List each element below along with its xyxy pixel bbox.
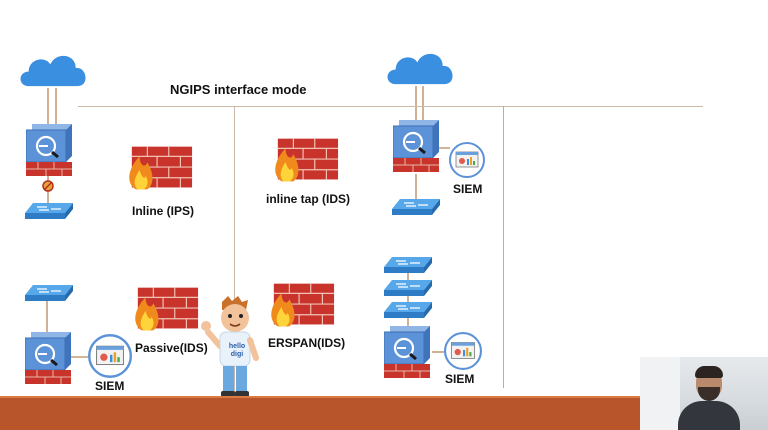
ngips-sensor-icon-inline-tap	[393, 120, 441, 174]
mascot-illustration	[201, 296, 259, 397]
switch-icon-inline-tap	[392, 199, 440, 215]
switch-icon-erspan-3	[384, 302, 432, 318]
ngips-sensor-icon-erspan	[384, 326, 432, 380]
section-divider-middle	[234, 106, 235, 402]
siem-label-bottom-left: SIEM	[95, 379, 125, 393]
firewall-icon-inline-tap	[274, 138, 339, 182]
switch-icon-erspan-1	[384, 257, 432, 273]
siem-icon-bottom-left	[88, 334, 132, 378]
siem-label-top: SIEM	[453, 182, 483, 196]
siem-label-bottom-right: SIEM	[445, 372, 475, 386]
section-divider-right	[503, 106, 504, 388]
switch-icon-erspan-2	[384, 280, 432, 296]
inline-tap-ids-label: inline tap (IDS)	[266, 192, 350, 206]
inline-ips-label: Inline (IPS)	[132, 204, 195, 218]
ngips-sensor-icon-passive	[25, 332, 73, 386]
ngips-sensor-icon-inline	[26, 124, 74, 178]
mascot-shirt-text: hello digi	[228, 343, 246, 358]
erspan-ids-label: ERSPAN(IDS)	[268, 336, 346, 350]
passive-ids-label: Passive(IDS)	[135, 341, 208, 355]
firewall-icon-passive	[134, 287, 199, 331]
firewall-icon-inline	[128, 146, 193, 190]
presenter-webcam	[640, 357, 768, 430]
siem-icon-top	[449, 142, 485, 178]
floor-highlight	[0, 396, 768, 399]
diagram-title: NGIPS interface mode	[170, 82, 307, 97]
blocked-link-icon	[42, 180, 54, 192]
title-divider-line	[78, 106, 703, 107]
switch-icon-passive	[25, 285, 73, 301]
switch-icon-inline	[25, 203, 73, 219]
firewall-icon-erspan	[270, 283, 335, 327]
siem-icon-bottom-right	[444, 332, 482, 370]
